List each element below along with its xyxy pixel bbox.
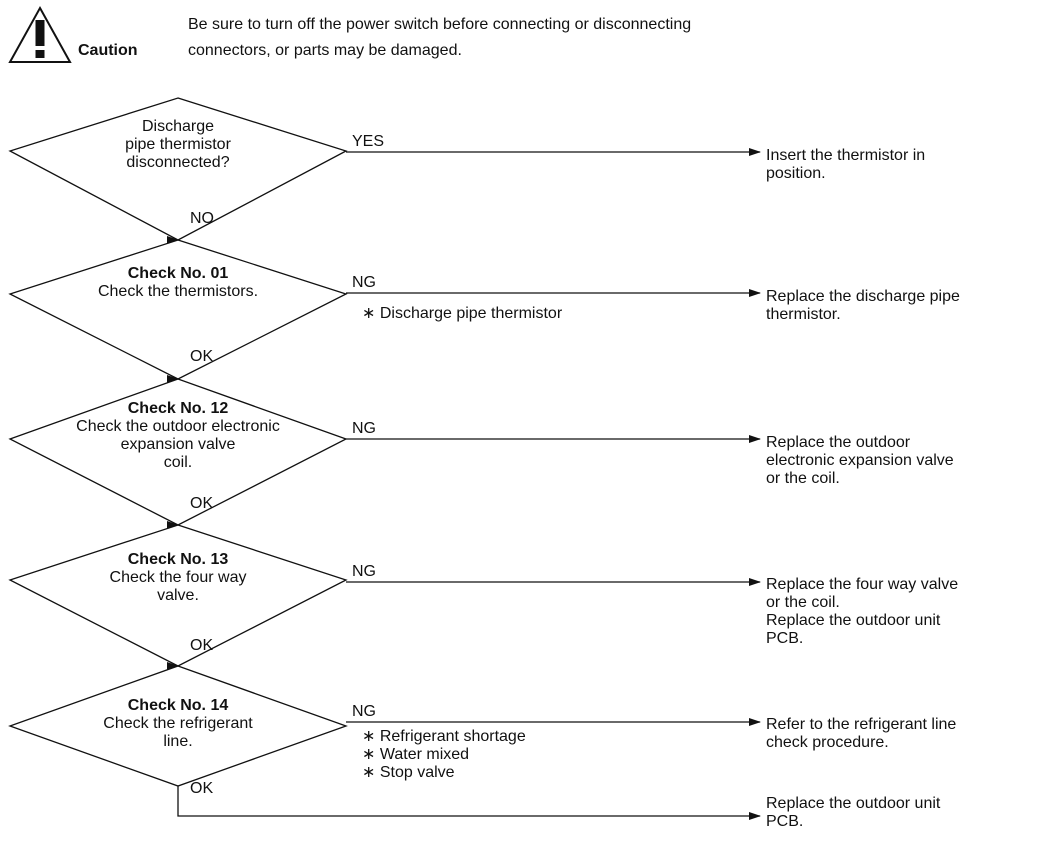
decision-text-3-1: Check No. 12 (128, 400, 229, 417)
decision-diamond-2 (8, 239, 348, 380)
branch-label-4: NG (352, 563, 376, 580)
result-text-2-2: thermistor. (766, 306, 841, 323)
decision-text-2-1: Check No. 01 (128, 265, 229, 282)
decision-text-3-4: coil. (164, 454, 192, 471)
branch-label-2: NG (352, 274, 376, 291)
final-ok-arrow (177, 786, 761, 820)
down-label-4: OK (190, 637, 213, 654)
caution-text-line-2: connectors, or parts may be damaged. (188, 42, 462, 59)
decision-text-4-2: Check the four way (110, 569, 247, 586)
down-label-2: OK (190, 348, 213, 365)
result-text-4-2: or the coil. (766, 594, 840, 611)
caution-text-line-1: Be sure to turn off the power switch bef… (188, 16, 691, 33)
decision-text-1-1: Discharge (142, 118, 214, 135)
result-text-4-4: PCB. (766, 630, 803, 647)
result-text-5-2: check procedure. (766, 734, 889, 751)
down-label-5: OK (190, 780, 213, 797)
result-text-4-1: Replace the four way valve (766, 576, 958, 593)
branch-label-3: NG (352, 420, 376, 437)
result-text-2-1: Replace the discharge pipe (766, 288, 960, 305)
branch-note-5-1: ∗ Refrigerant shortage (362, 728, 526, 745)
branch-note-2-1: ∗ Discharge pipe thermistor (362, 305, 563, 322)
caution-label: Caution (78, 42, 138, 59)
result-text-3-1: Replace the outdoor (766, 434, 911, 451)
branch-note-5-2: ∗ Water mixed (362, 746, 469, 763)
decision-text-4-1: Check No. 13 (128, 551, 229, 568)
result-text-5-1: Refer to the refrigerant line (766, 716, 956, 733)
warning-triangle-icon (8, 5, 72, 63)
warning-exclamation-dot-icon (35, 50, 45, 58)
final-result-text-1: Replace the outdoor unit (766, 795, 941, 812)
warning-exclamation-icon (35, 20, 45, 46)
result-text-3-2: electronic expansion valve (766, 452, 954, 469)
branch-note-5-3: ∗ Stop valve (362, 764, 455, 781)
result-text-4-3: Replace the outdoor unit (766, 612, 941, 629)
final-result-text-2: PCB. (766, 813, 803, 830)
decision-text-5-3: line. (163, 733, 192, 750)
result-text-1-1: Insert the thermistor in (766, 147, 925, 164)
decision-text-5-2: Check the refrigerant (103, 715, 253, 732)
decision-text-2-2: Check the thermistors. (98, 283, 258, 300)
decision-text-5-1: Check No. 14 (128, 697, 229, 714)
decision-text-1-2: pipe thermistor (125, 136, 231, 153)
decision-text-3-2: Check the outdoor electronic (76, 418, 280, 435)
result-text-1-2: position. (766, 165, 826, 182)
down-label-3: OK (190, 495, 213, 512)
caution-block: Caution Be sure to turn off the power sw… (8, 5, 691, 63)
decision-text-1-3: disconnected? (126, 154, 229, 171)
branch-label-1: YES (352, 133, 384, 150)
down-label-1: NO (190, 210, 214, 227)
decision-text-4-3: valve. (157, 587, 199, 604)
branch-label-5: NG (352, 703, 376, 720)
decision-text-3-3: expansion valve (121, 436, 236, 453)
result-text-3-3: or the coil. (766, 470, 840, 487)
